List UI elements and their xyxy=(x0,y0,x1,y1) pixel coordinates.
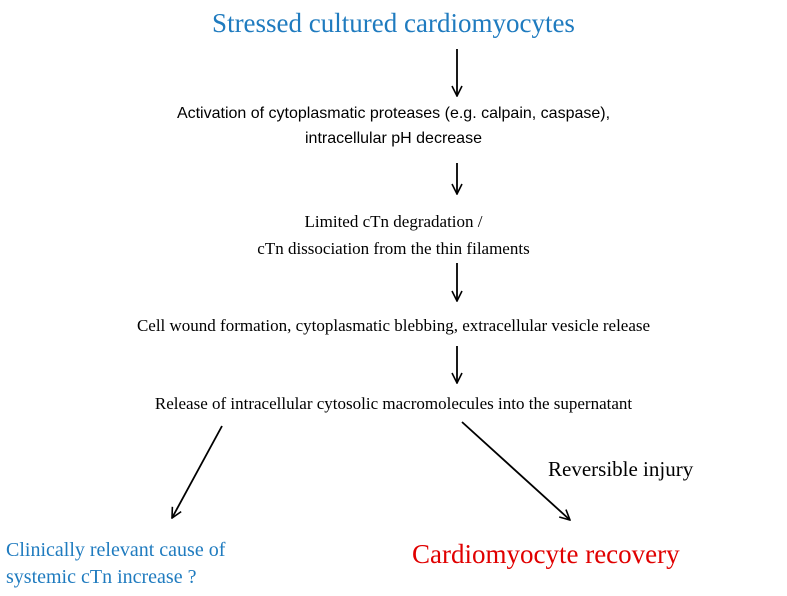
outcome-systemic-ctn-increase-line1: Clinically relevant cause of xyxy=(6,539,226,561)
outcome-systemic-ctn-increase: Clinically relevant cause of systemic cT… xyxy=(6,537,225,591)
step-protease-activation-line2: intracellular pH decrease xyxy=(305,129,482,147)
step-cell-wound-formation: Cell wound formation, cytoplasmatic bleb… xyxy=(136,316,651,335)
step-macromolecule-release: Release of intracellular cytosolic macro… xyxy=(154,394,633,413)
diagram-title: Stressed cultured cardiomyocytes xyxy=(212,8,575,38)
step-protease-activation: Activation of cytoplasmatic proteases (e… xyxy=(0,102,787,152)
step-protease-activation-line1: Activation of cytoplasmatic proteases (e… xyxy=(176,105,611,122)
reversible-injury-label: Reversible injury xyxy=(548,457,694,481)
step-ctn-degradation-line1: Limited cTn degradation / xyxy=(304,212,483,231)
step-ctn-degradation-line2: cTn dissociation from the thin filaments xyxy=(257,239,530,259)
step-ctn-degradation: Limited cTn degradation / cTn dissociati… xyxy=(0,208,787,262)
outcome-systemic-ctn-increase-line2: systemic cTn increase ? xyxy=(6,566,197,588)
arrow-step4-to-left-outcome xyxy=(172,425,223,518)
outcome-cardiomyocyte-recovery: Cardiomyocyte recovery xyxy=(412,539,680,569)
